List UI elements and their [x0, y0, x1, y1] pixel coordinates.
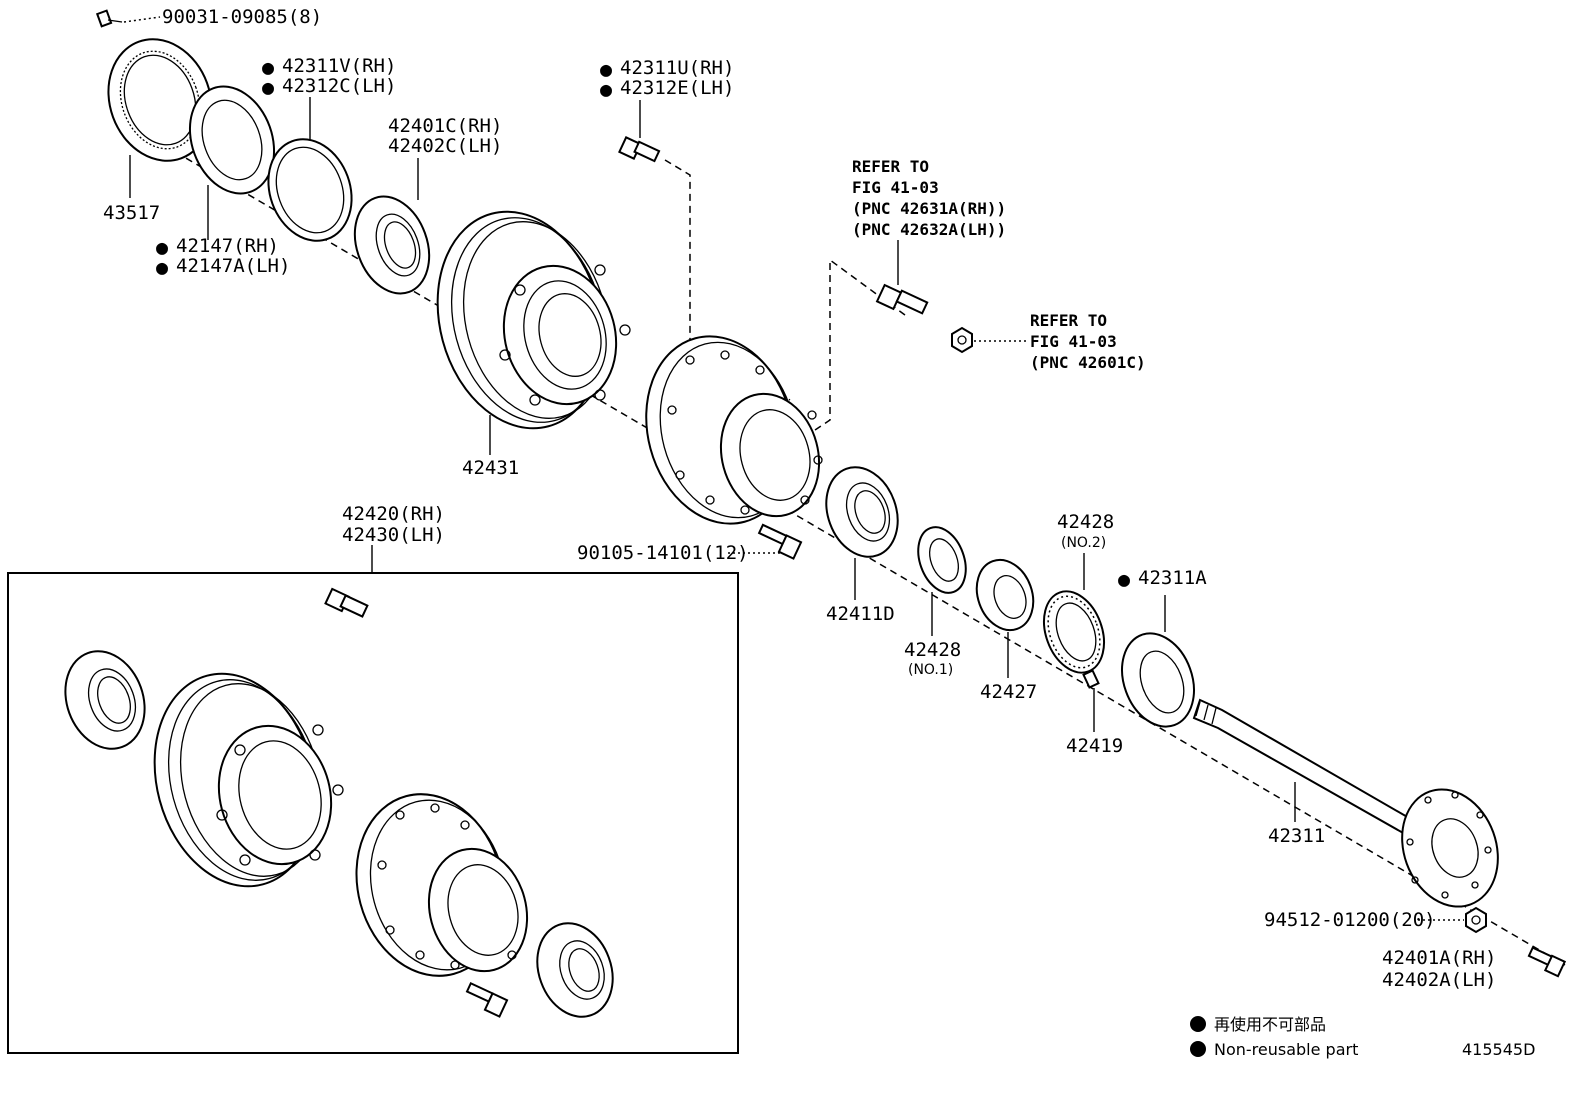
assy-stud[interactable]: [324, 587, 369, 618]
assy-hub-bolt[interactable]: [465, 981, 509, 1018]
label-42428-no2: 42428: [1057, 511, 1114, 533]
label-94512: 94512-01200(20): [1264, 909, 1436, 931]
label-42431: 42431: [462, 457, 519, 479]
wheel-hub[interactable]: [626, 320, 833, 541]
hub-stud-42311u[interactable]: [618, 136, 661, 163]
label-42311a: 42311A: [1138, 567, 1207, 589]
legend-dot-jp: [1190, 1016, 1206, 1032]
label-90105: 90105-14101(12): [577, 542, 749, 564]
legend-text-jp: 再使用不可部品: [1214, 1015, 1326, 1034]
refer2-line1: REFER TO: [1030, 311, 1107, 330]
nonreusable-dot-42147a: ●: [156, 255, 168, 279]
label-42312c-lh: 42312C(LH): [282, 75, 396, 97]
label-42401a-rh: 42401A(RH): [1382, 947, 1496, 969]
label-assy-lh: 42430(LH): [342, 524, 445, 546]
axle-nut-94512[interactable]: [1465, 906, 1487, 934]
bolt-90031[interactable]: [95, 9, 123, 28]
legend-text-en: Non-reusable part: [1214, 1040, 1358, 1059]
label-42428-no1-sub: (NO.1): [908, 662, 953, 678]
label-42419: 42419: [1066, 735, 1123, 757]
figure-id: 415545D: [1462, 1040, 1535, 1059]
leader-bolt-90031: [123, 16, 161, 23]
label-42147-lh: 42147A(LH): [176, 255, 290, 277]
label-42402c-lh: 42402C(LH): [388, 135, 502, 157]
refer1-line2: FIG 41-03: [852, 178, 939, 197]
refer-axis-line: [814, 258, 906, 431]
refer2-line3: (PNC 42601C): [1030, 353, 1146, 372]
bearing-42411d[interactable]: [814, 457, 909, 567]
label-42311: 42311: [1268, 825, 1325, 847]
label-42311v-rh: 42311V(RH): [282, 55, 396, 77]
bearing-42401c[interactable]: [342, 186, 442, 304]
nonreusable-dot-42312c: ●: [262, 75, 274, 99]
gasket-42311a[interactable]: [1110, 623, 1207, 736]
nonreusable-dot-42147: ●: [156, 235, 168, 259]
label-42311u-rh: 42311U(RH): [620, 57, 734, 79]
assy-inner-bearing[interactable]: [525, 913, 625, 1028]
assy-hub[interactable]: [337, 777, 541, 992]
oil-seal-42147[interactable]: [176, 75, 289, 206]
label-42312e-lh: 42312E(LH): [620, 77, 734, 99]
nonreusable-dot-42312e: ●: [600, 77, 612, 101]
wheel-stud-ref[interactable]: [875, 283, 929, 315]
label-bolt-90031: 90031-09085(8): [162, 6, 322, 28]
abs-rotor-43517[interactable]: [92, 25, 228, 176]
refer1-line4: (PNC 42632A(LH)): [852, 220, 1006, 239]
label-42147-rh: 42147(RH): [176, 235, 279, 257]
nonreusable-dot-42311v: ●: [262, 55, 274, 79]
hub-bolt-90105[interactable]: [757, 523, 803, 560]
nonreusable-dot-42311a: ●: [1118, 567, 1130, 591]
label-assy-rh: 42420(RH): [342, 503, 445, 525]
label-42402a-lh: 42402A(LH): [1382, 969, 1496, 991]
axle-shaft-42311[interactable]: [1192, 698, 1514, 920]
refer1-line1: REFER TO: [852, 157, 929, 176]
nonreusable-dot-42311u: ●: [600, 57, 612, 81]
label-42411d: 42411D: [826, 603, 895, 625]
washer-42428-no1[interactable]: [910, 521, 975, 600]
refer1-line3: (PNC 42631A(RH)): [852, 199, 1006, 218]
lock-nut-42427[interactable]: [967, 552, 1042, 638]
refer2-line2: FIG 41-03: [1030, 332, 1117, 351]
label-42428-no2-sub: (NO.2): [1061, 535, 1106, 551]
wheel-nut-ref[interactable]: [951, 326, 973, 354]
sub-assembly-box: [7, 572, 739, 1054]
label-43517: 43517: [103, 202, 160, 224]
legend-dot-en: [1190, 1041, 1206, 1057]
assy-outer-bearing[interactable]: [52, 640, 158, 760]
axle-bolt-42401a[interactable]: [1527, 946, 1567, 978]
assy-brake-drum[interactable]: [132, 655, 347, 904]
label-42428-no1: 42428: [904, 639, 961, 661]
brake-drum-42431[interactable]: [414, 193, 631, 447]
screw-42419[interactable]: [1082, 669, 1100, 689]
seal-ring-42311v[interactable]: [255, 127, 366, 252]
washer-42428-no2[interactable]: [1033, 583, 1114, 681]
label-42401c-rh: 42401C(RH): [388, 115, 502, 137]
label-42427: 42427: [980, 681, 1037, 703]
